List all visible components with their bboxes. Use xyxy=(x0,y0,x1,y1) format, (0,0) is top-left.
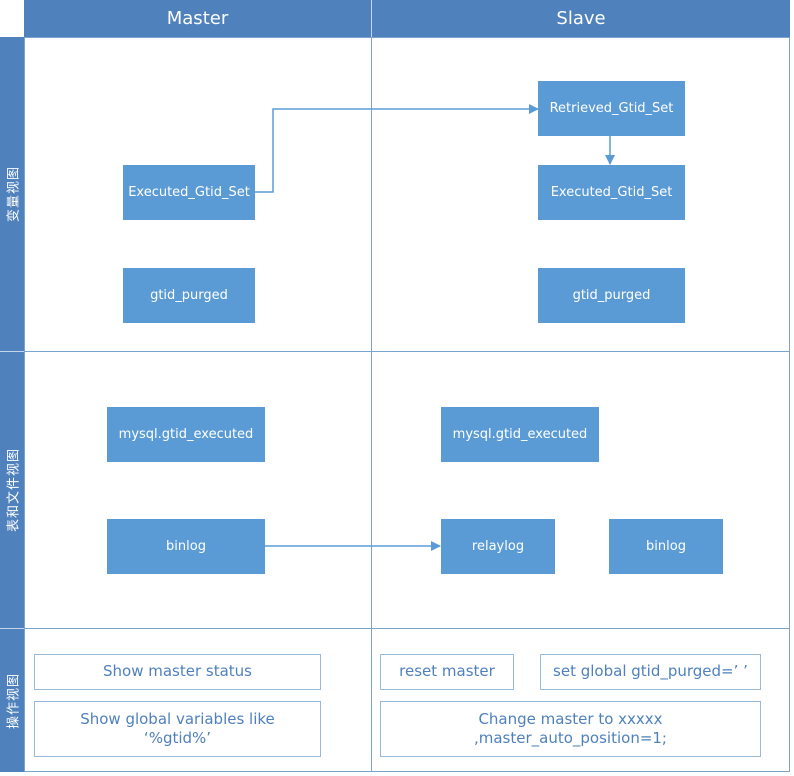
show-master-status-op: Show master status xyxy=(34,654,321,690)
lane-label-operations-text: 操作视图 xyxy=(6,672,22,729)
cell-master-tables xyxy=(24,351,372,629)
master-column-header: Master xyxy=(24,0,371,37)
lane-label-variables-text: 变量视图 xyxy=(6,165,22,223)
master-executed-gtid-set-box: Executed_Gtid_Set xyxy=(123,165,255,220)
slave-gtid-purged-box: gtid_purged xyxy=(538,268,685,323)
show-global-variables-op: Show global variables like ‘%gtid%’ xyxy=(34,701,321,757)
lane-label-tables-files-text: 表和文件视图 xyxy=(6,447,22,533)
cell-slave-tables xyxy=(371,351,790,629)
master-binlog-box: binlog xyxy=(107,519,265,574)
slave-relaylog-box: relaylog xyxy=(441,519,555,574)
change-master-op: Change master to xxxxx ,master_auto_posi… xyxy=(380,701,761,757)
lane-label-variables: 变量视图 xyxy=(0,37,24,351)
slave-executed-gtid-set-box: Executed_Gtid_Set xyxy=(538,165,685,220)
slave-mysql-gtid-executed-box: mysql.gtid_executed xyxy=(441,407,599,462)
master-gtid-purged-box: gtid_purged xyxy=(123,268,255,323)
slave-column-header: Slave xyxy=(371,0,790,37)
reset-master-op: reset master xyxy=(380,654,514,690)
lane-label-operations: 操作视图 xyxy=(0,628,24,772)
show-global-variables-text: Show global variables like ‘%gtid%’ xyxy=(80,709,275,748)
slave-retrieved-gtid-set-box: Retrieved_Gtid_Set xyxy=(538,81,685,136)
lane-label-tables-files: 表和文件视图 xyxy=(0,351,24,628)
master-mysql-gtid-executed-box: mysql.gtid_executed xyxy=(107,407,265,462)
set-gtid-purged-op: set global gtid_purged=’ ’ xyxy=(540,654,761,690)
slave-binlog-box: binlog xyxy=(609,519,723,574)
